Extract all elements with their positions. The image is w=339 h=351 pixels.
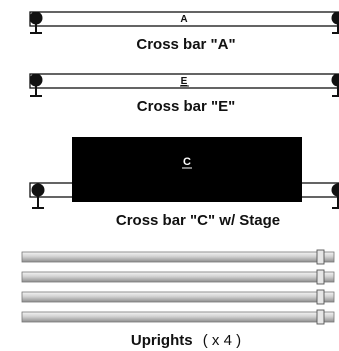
uprights-quantity: ( x 4 )	[203, 332, 241, 349]
cross-bar-c-caption: Cross bar "C" w/ Stage	[116, 212, 280, 229]
uprights: Uprights ( x 4 )	[21, 249, 335, 349]
cross-bar-a-right-foot-icon	[331, 11, 339, 34]
cross-bar-e-letter: E	[181, 76, 188, 87]
upright-tube	[21, 269, 335, 285]
cross-bar-a-caption: Cross bar "A"	[136, 36, 235, 53]
upright-tube-collar	[316, 249, 325, 265]
cross-bar-c-right-foot-icon	[331, 183, 339, 209]
cross-bar-c-left-foot-icon	[31, 183, 45, 209]
upright-tube-collar	[316, 309, 325, 325]
upright-tube	[21, 309, 335, 325]
upright-tube-collar	[316, 269, 325, 285]
cross-bar-e-left-foot-icon	[29, 73, 43, 97]
uprights-label: Uprights	[131, 332, 193, 349]
upright-tube	[21, 289, 335, 305]
cross-bar-a-left-foot-icon	[29, 11, 43, 34]
cross-bar-c: C Cross bar "C" w/ Stage	[29, 137, 339, 229]
upright-tube-collar	[316, 289, 325, 305]
cross-bar-a: A Cross bar "A"	[29, 11, 339, 53]
upright-tube	[21, 249, 335, 265]
cross-bar-a-letter: A	[180, 14, 187, 25]
cross-bar-e-right-foot-icon	[331, 73, 339, 97]
cross-bar-e: E Cross bar "E"	[29, 73, 339, 115]
uprights-caption: Uprights ( x 4 )	[131, 332, 241, 349]
cross-bar-e-caption: Cross bar "E"	[137, 98, 235, 115]
cross-bar-c-letter: C	[183, 156, 191, 168]
stage-panel	[72, 137, 302, 202]
